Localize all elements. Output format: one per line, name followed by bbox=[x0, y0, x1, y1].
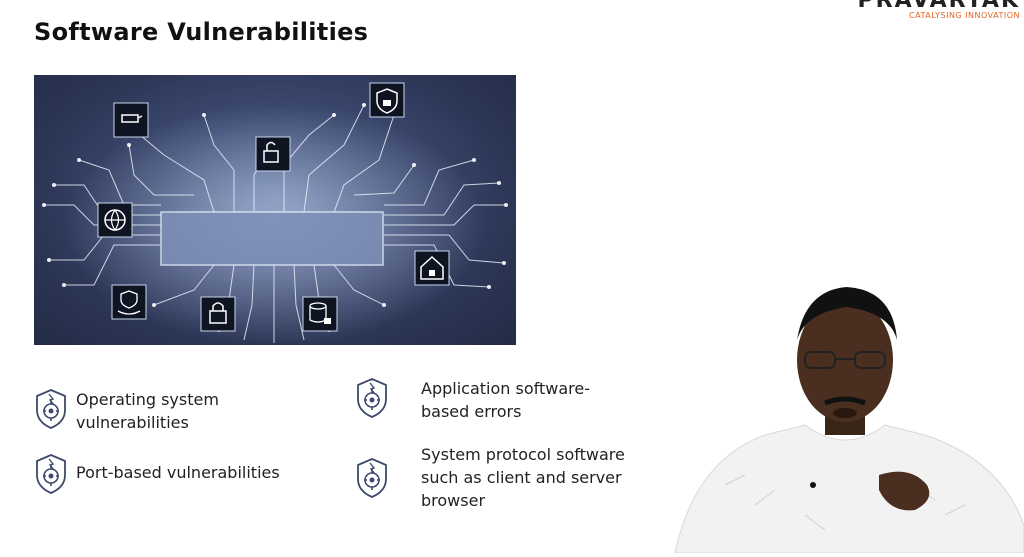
padlock-tile-icon bbox=[200, 296, 236, 332]
home-lock-tile-icon bbox=[414, 250, 450, 286]
bullet-text: Application software- based errors bbox=[421, 379, 590, 421]
bullet-os-vulnerabilities: Operating system vulnerabilities bbox=[34, 388, 219, 434]
presenter-video bbox=[665, 285, 1024, 554]
shield-lock-tile-icon bbox=[369, 82, 405, 118]
globe-tile-icon bbox=[97, 202, 133, 238]
bullet-text: Port-based vulnerabilities bbox=[76, 463, 280, 482]
database-lock-tile-icon bbox=[302, 296, 338, 332]
logo-wordmark: PRAVARTAK bbox=[857, 0, 1020, 13]
bullet-text: Operating system vulnerabilities bbox=[76, 390, 219, 432]
cctv-tile-icon bbox=[113, 102, 149, 138]
gear-shield-icon bbox=[34, 453, 68, 495]
bullet-application-errors: Application software- based errors bbox=[355, 377, 590, 423]
gear-shield-icon bbox=[355, 377, 389, 419]
pravartak-logo: PRAVARTAK CATALYSING INNOVATION bbox=[858, 0, 1020, 20]
circuit-security-image bbox=[34, 75, 516, 345]
gear-shield-icon bbox=[34, 388, 68, 430]
unlocked-padlock-tile-icon bbox=[255, 136, 291, 172]
bullet-text: System protocol software such as client … bbox=[421, 445, 625, 510]
gear-shield-icon bbox=[355, 457, 389, 499]
hand-shield-tile-icon bbox=[111, 284, 147, 320]
bullet-port-vulnerabilities: Port-based vulnerabilities bbox=[34, 453, 280, 495]
slide-title: Software Vulnerabilities bbox=[34, 18, 369, 46]
bullet-system-protocol: System protocol software such as client … bbox=[355, 443, 625, 512]
logo-tagline: CATALYSING INNOVATION bbox=[909, 11, 1020, 20]
